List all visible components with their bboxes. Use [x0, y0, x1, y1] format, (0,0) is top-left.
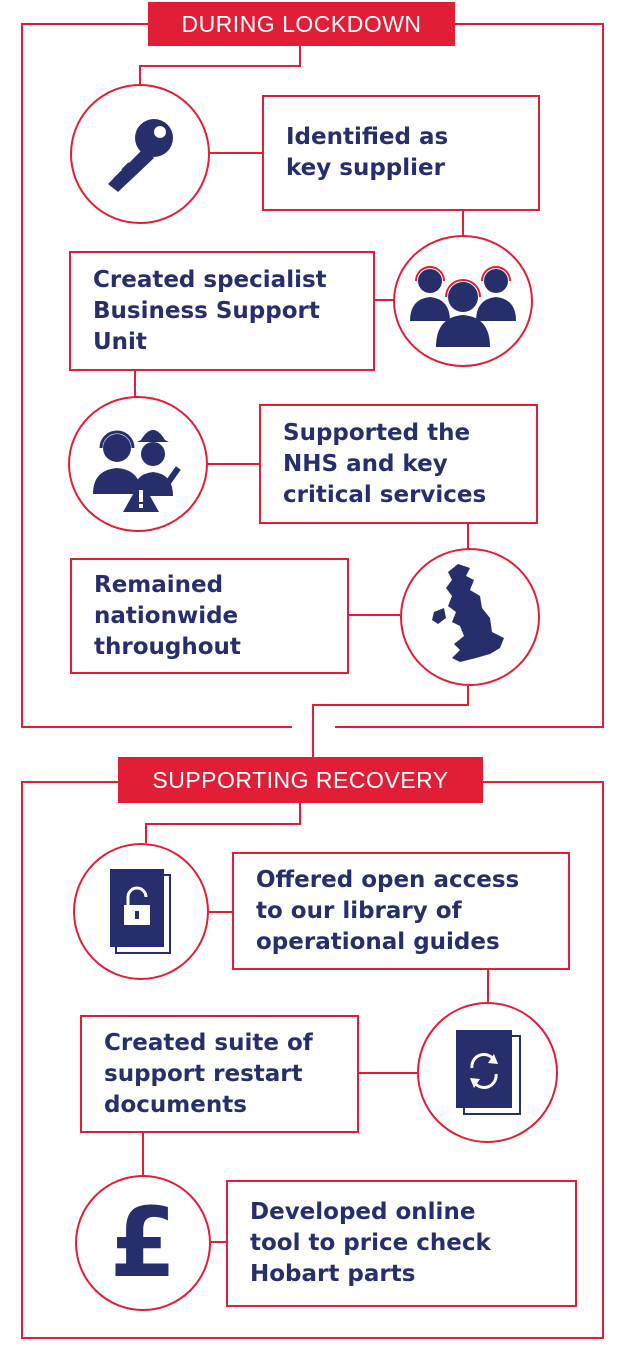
step-1-circle	[70, 84, 210, 224]
step-2-circle	[393, 235, 533, 367]
step-3-circle	[68, 396, 208, 532]
step-2-text: Created specialist Business Support Unit	[93, 266, 327, 355]
step-1-text: Identified as key supplier	[286, 124, 449, 181]
uk-map-icon	[432, 564, 504, 662]
step-5-box: Offered open access to our library of op…	[232, 852, 570, 970]
restart-document-icon	[455, 1029, 521, 1115]
step-7-text: Developed online tool to price check Hob…	[250, 1199, 491, 1287]
section-header-recovery: SUPPORTING RECOVERY	[118, 757, 483, 803]
step-4-circle	[400, 548, 540, 686]
section-link	[312, 686, 469, 757]
step-2-box: Created specialist Business Support Unit	[69, 251, 375, 371]
key-icon	[108, 119, 173, 192]
recovery-frame-right	[21, 781, 604, 1339]
step-3-box: Supported the NHS and key critical servi…	[259, 404, 538, 524]
step-4-text: Remained nationwide throughout	[94, 571, 241, 660]
lockdown-frame-right	[335, 23, 604, 728]
step-5-text: Offered open access to our library of op…	[256, 866, 520, 955]
engineers-warning-icon	[93, 430, 181, 512]
step-5-circle	[73, 843, 209, 980]
step-7-circle: £	[75, 1175, 211, 1311]
recovery-path	[145, 802, 301, 843]
call-centre-team-icon	[410, 266, 516, 347]
pound-sign-icon: £	[110, 1198, 177, 1288]
unlocked-document-icon	[110, 868, 171, 954]
lockdown-path	[139, 46, 301, 84]
step-6-box: Created suite of support restart documen…	[80, 1015, 359, 1133]
step-7-box: Developed online tool to price check Hob…	[226, 1180, 577, 1307]
step-4-box: Remained nationwide throughout	[70, 558, 349, 674]
section-header-lockdown: DURING LOCKDOWN	[148, 2, 455, 46]
step-1-box: Identified as key supplier	[262, 95, 540, 211]
lockdown-frame-left	[21, 23, 292, 728]
step-3-text: Supported the NHS and key critical servi…	[283, 419, 487, 508]
svg-text:£: £	[110, 1198, 177, 1288]
step-6-text: Created suite of support restart documen…	[104, 1029, 313, 1118]
step-6-circle	[417, 1002, 558, 1143]
